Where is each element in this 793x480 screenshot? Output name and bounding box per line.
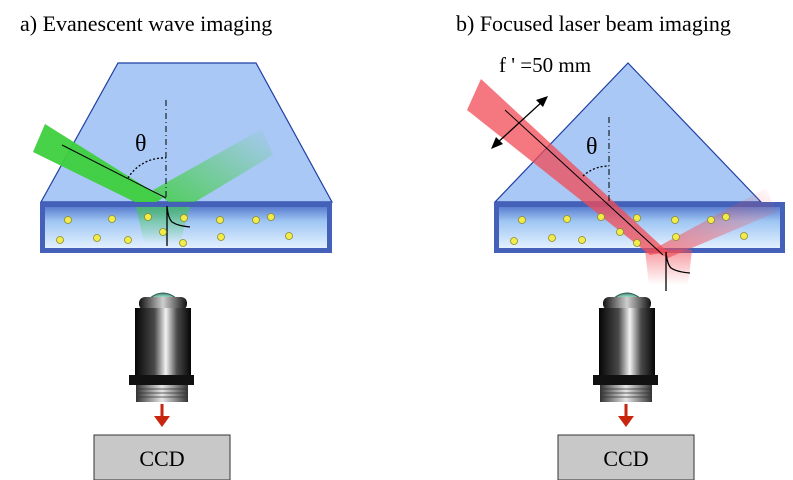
particle (510, 237, 518, 245)
particle (633, 239, 641, 247)
particle (56, 236, 64, 244)
panel-b: b) Focused laser beam imaging f ' =50 mm… (456, 11, 785, 480)
particle (563, 215, 571, 223)
particle (93, 234, 101, 242)
particle (64, 216, 72, 224)
particle (671, 216, 679, 224)
panel-a-objective-lens (129, 292, 194, 402)
particle (707, 216, 715, 224)
panel-b-decay-curve (665, 251, 691, 291)
panel-a-reflected-green-beam (153, 129, 273, 211)
particle (518, 216, 526, 224)
particle (252, 216, 260, 224)
particle (180, 214, 188, 222)
particle (616, 228, 624, 236)
particle (124, 236, 132, 244)
panel-b-objective-lens (593, 292, 658, 402)
particle (578, 236, 586, 244)
panel-a: a) Evanescent wave imaging θ (20, 11, 334, 480)
particle (179, 239, 187, 247)
panel-b-particles (510, 213, 748, 247)
particle (672, 233, 680, 241)
panel-a-ccd-detector: CCD (93, 434, 231, 480)
panel-b-focal-length-label: f ' =50 mm (499, 53, 591, 77)
panel-b-theta-label: θ (586, 134, 598, 160)
panel-b-focusing-lens (491, 96, 548, 149)
panel-a-decay-curve (166, 205, 191, 246)
panel-a-particles (56, 213, 293, 247)
panel-a-incident-green-beam (33, 124, 163, 208)
panel-a-ccd-label: CCD (139, 446, 184, 471)
particle (722, 213, 730, 221)
particle (108, 215, 116, 223)
particle (159, 228, 167, 236)
panel-b-angle-arc (582, 165, 610, 177)
panel-b-ccd-detector: CCD (557, 434, 695, 480)
particle (217, 233, 225, 241)
panel-a-output-arrow (154, 404, 170, 427)
panel-b-title: b) Focused laser beam imaging (456, 11, 731, 36)
particle (633, 214, 641, 222)
particle (144, 213, 152, 221)
panel-a-angle-arc (127, 157, 167, 179)
panel-b-beam-axis (504, 109, 664, 256)
particle (267, 213, 275, 221)
particle (597, 213, 605, 221)
panel-a-title: a) Evanescent wave imaging (20, 11, 272, 36)
panel-b-ccd-label: CCD (603, 446, 648, 471)
panel-b-output-arrow (618, 404, 634, 427)
particle (548, 234, 556, 242)
particle (216, 216, 224, 224)
particle (740, 232, 748, 240)
panel-b-focus-glow (645, 250, 692, 285)
panel-a-beam-axis (61, 144, 167, 199)
panel-a-theta-label: θ (135, 131, 147, 157)
panel-b-reflected-red-beam (652, 188, 777, 258)
particle (285, 232, 293, 240)
